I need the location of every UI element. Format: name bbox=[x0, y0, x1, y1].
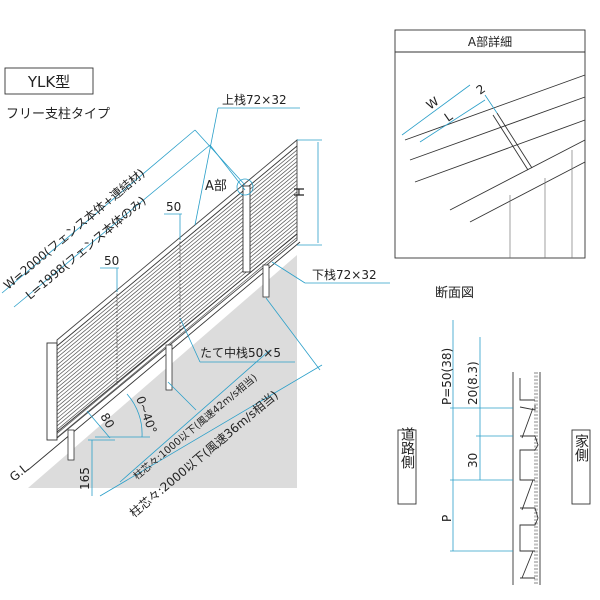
dim-80: 80 bbox=[97, 411, 117, 431]
fence-slat bbox=[57, 221, 297, 423]
fence-slat bbox=[57, 168, 297, 370]
fence-slat bbox=[57, 195, 297, 396]
fence-slat bbox=[57, 210, 297, 412]
height-label: H bbox=[293, 187, 308, 197]
detail-a-title: A部詳細 bbox=[468, 34, 512, 49]
fence-slat bbox=[57, 202, 297, 404]
dim-50-lower: 50 bbox=[104, 254, 119, 268]
fence-slat bbox=[57, 157, 297, 358]
ground-label: G.L bbox=[7, 461, 31, 485]
bottom-rail-label: 下栈72×32 bbox=[312, 267, 377, 282]
section-dim-20: 20(8.3) bbox=[466, 361, 480, 405]
model-label: YLK型 bbox=[27, 73, 70, 91]
fence-panel bbox=[46, 139, 298, 441]
dim-165: 165 bbox=[78, 467, 92, 490]
fence-slat bbox=[57, 183, 297, 385]
subtitle: フリー支柱タイプ bbox=[6, 107, 110, 122]
fence-slat bbox=[57, 149, 297, 351]
post bbox=[165, 344, 173, 391]
section-pitch: P=50(38) bbox=[440, 348, 454, 405]
post bbox=[67, 429, 75, 461]
fence-slat bbox=[57, 229, 297, 431]
detail-a-panel bbox=[394, 29, 586, 259]
top-rail-label: 上栈72×32 bbox=[222, 92, 287, 107]
fence-slat bbox=[57, 206, 297, 408]
fence-slat bbox=[57, 161, 297, 362]
model-label-box bbox=[4, 67, 94, 95]
fence-slat bbox=[57, 237, 297, 438]
ground-area bbox=[28, 255, 297, 488]
fence-slat bbox=[57, 214, 297, 415]
fence-slat bbox=[57, 199, 297, 400]
mid-rail-label: たて中栈50×5 bbox=[200, 345, 281, 360]
dim-50-upper: 50 bbox=[166, 200, 181, 214]
fence-slat bbox=[57, 164, 297, 366]
fence-slat bbox=[57, 218, 297, 419]
fence-slat bbox=[57, 172, 297, 374]
part-a-label: A部 bbox=[205, 179, 227, 194]
fence-slat bbox=[57, 176, 297, 377]
fence-slat bbox=[57, 180, 297, 381]
w-dimension: W=2000(フェンス本体+連結材) bbox=[1, 166, 148, 292]
fence-slat bbox=[57, 225, 297, 427]
section-p: P bbox=[440, 515, 454, 522]
post bbox=[262, 264, 270, 298]
section-title: 断面図 bbox=[435, 286, 474, 301]
road-side-label: 道路側 bbox=[399, 427, 415, 469]
fence-slat bbox=[57, 153, 297, 355]
fence-slat bbox=[57, 187, 297, 389]
section-dim-30: 30 bbox=[466, 453, 480, 468]
house-side-label: 家側 bbox=[573, 433, 589, 462]
dimension-lines bbox=[1, 107, 390, 497]
fence-slat bbox=[57, 191, 297, 393]
section-drawing bbox=[397, 320, 591, 585]
